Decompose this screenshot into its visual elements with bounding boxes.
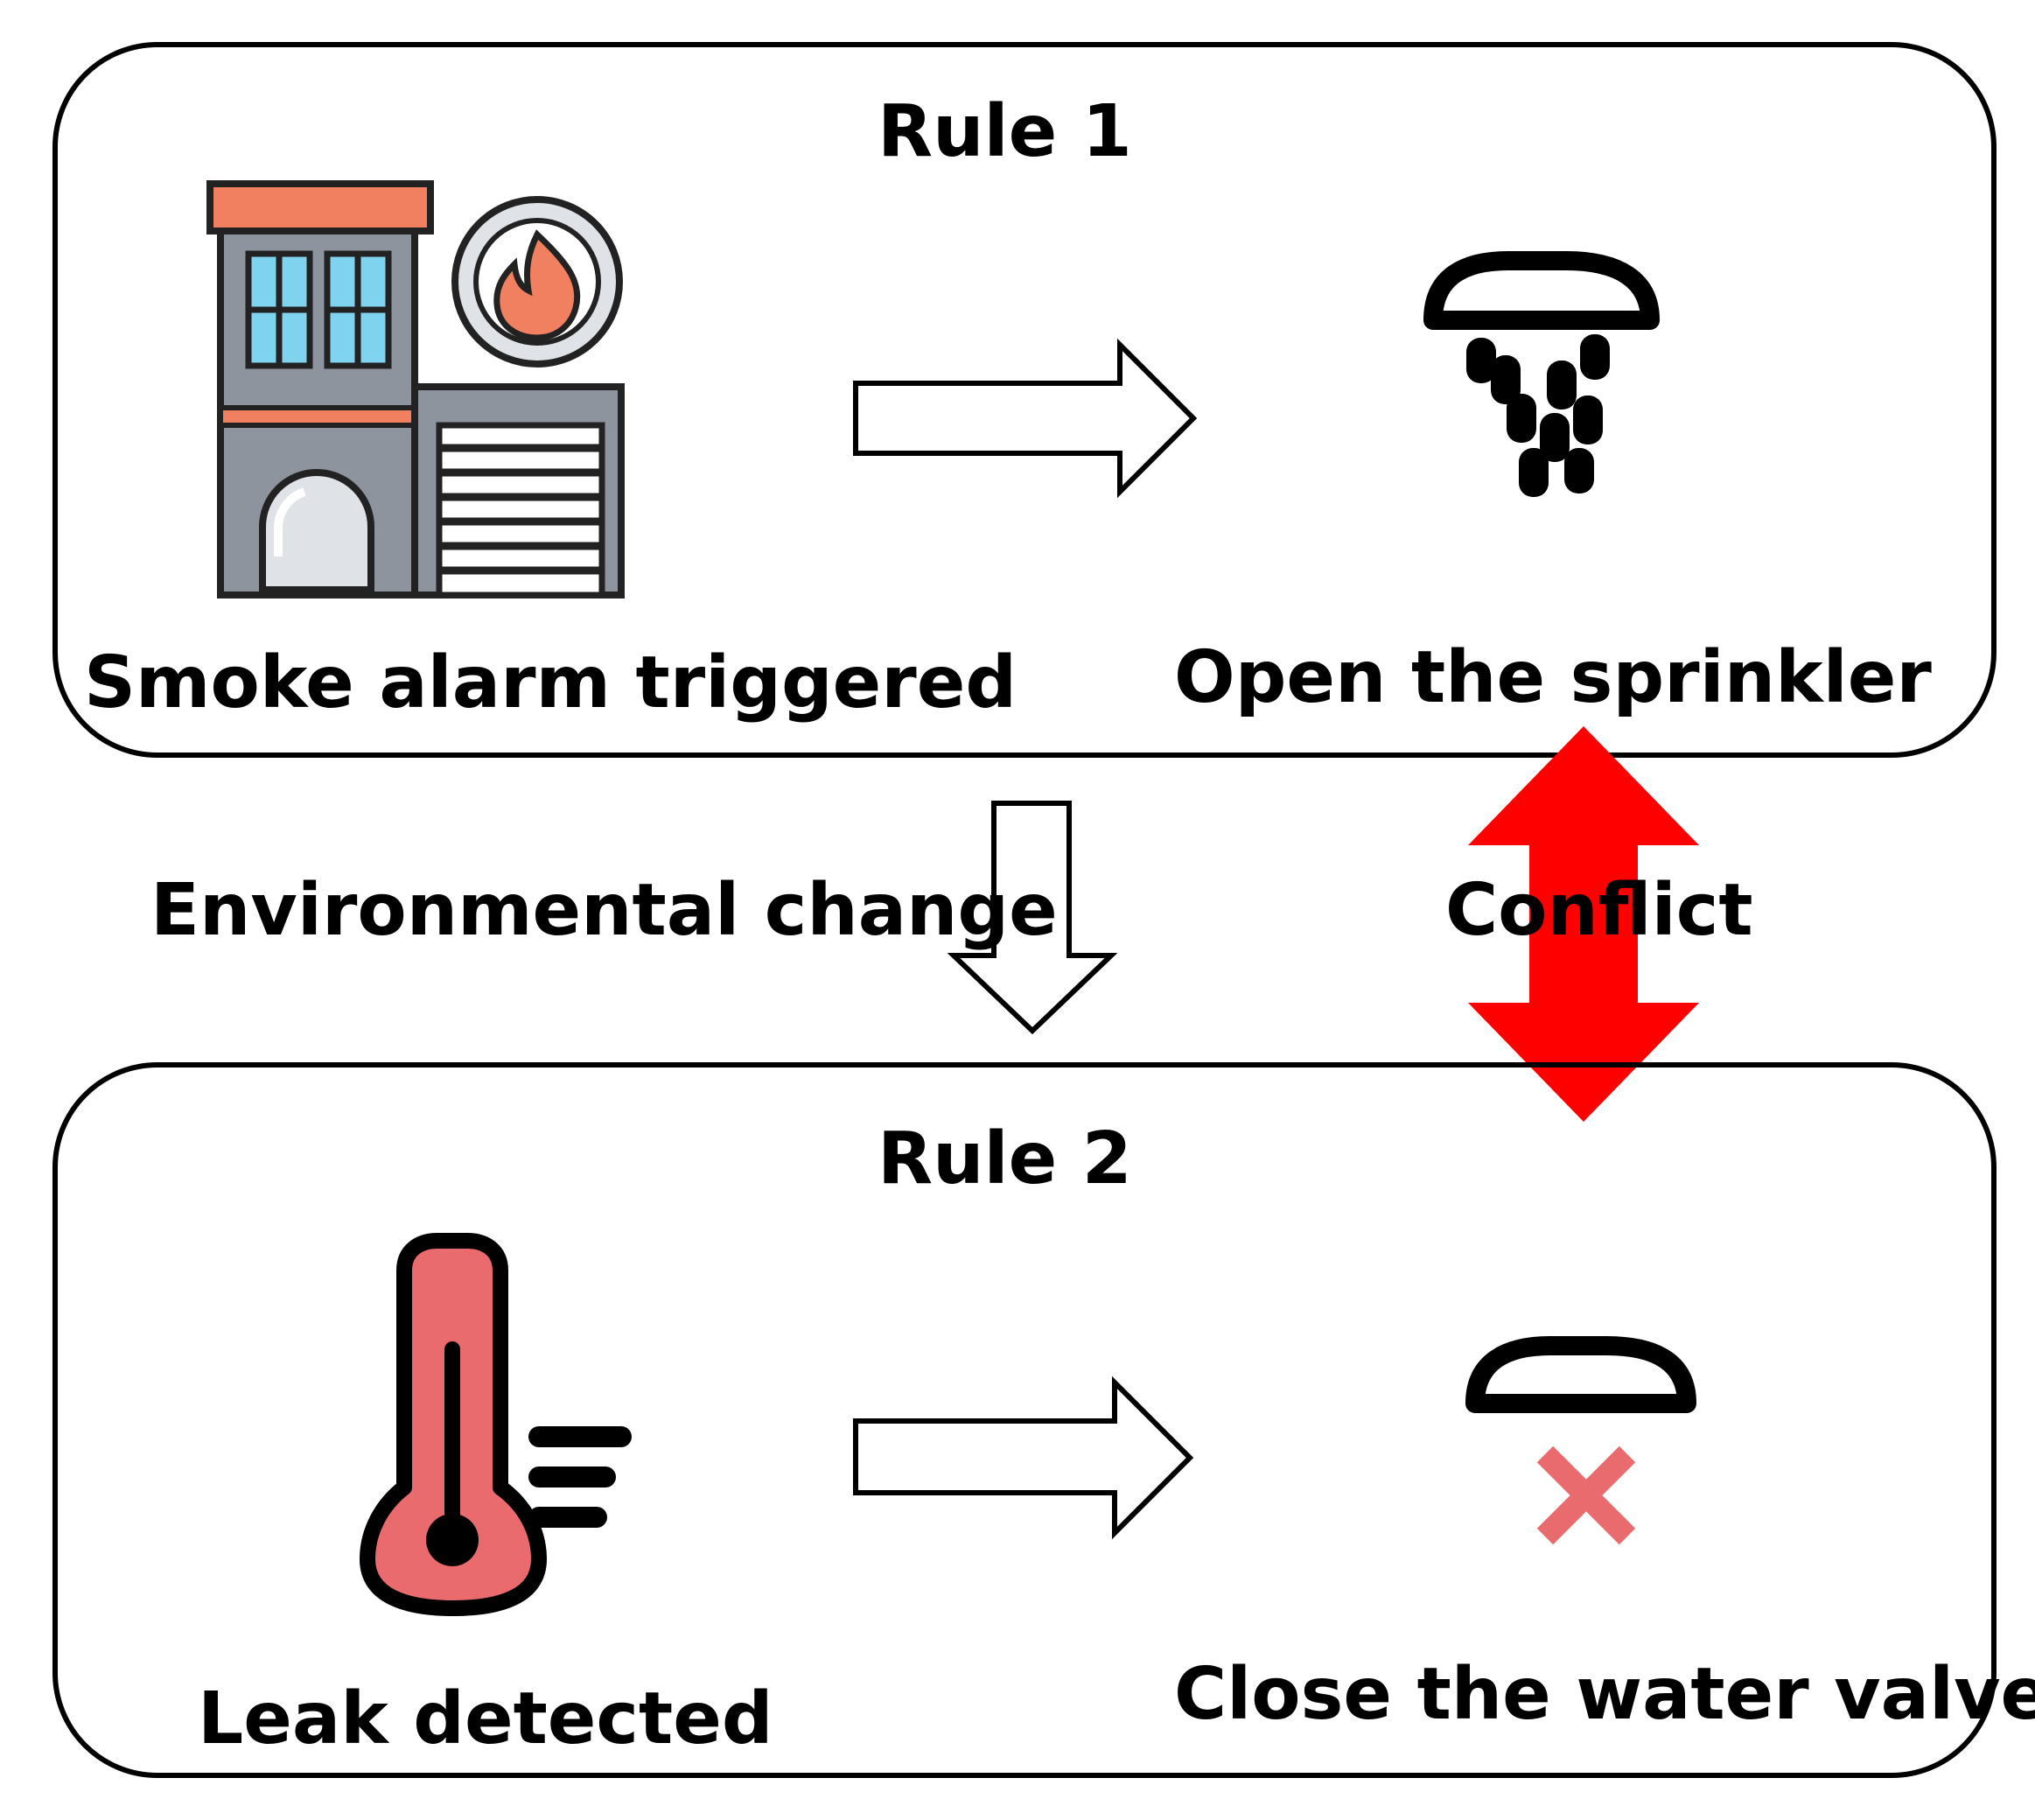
sprinkler-on-icon	[1423, 251, 1660, 497]
rule-2-trigger-label: Leak detected	[198, 1677, 773, 1760]
sprinkler-off-icon	[1465, 1336, 1696, 1545]
conflict-label: Conflict	[1445, 869, 1753, 952]
cross-icon	[1536, 1446, 1636, 1545]
conflict-double-arrow-icon	[1468, 726, 1699, 1122]
rule-1-panel	[52, 42, 1997, 758]
thermometer-icon	[360, 1233, 632, 1616]
right-arrow-icon	[853, 1376, 1194, 1540]
building-fire-icon	[206, 180, 625, 598]
rule-2-panel	[52, 1062, 1997, 1778]
rule-1-action-label: Open the sprinkler	[1174, 636, 1932, 719]
rule-1-title: Rule 1	[878, 90, 1132, 173]
right-arrow-icon	[853, 338, 1198, 499]
down-arrow-icon	[947, 801, 1118, 1035]
environmental-change-label: Environmental change	[150, 869, 1058, 952]
rule-1-trigger-label: Smoke alarm triggered	[84, 641, 1017, 724]
rule-2-title: Rule 2	[878, 1117, 1132, 1200]
rule-2-action-label: Close the water valve	[1174, 1653, 2035, 1736]
